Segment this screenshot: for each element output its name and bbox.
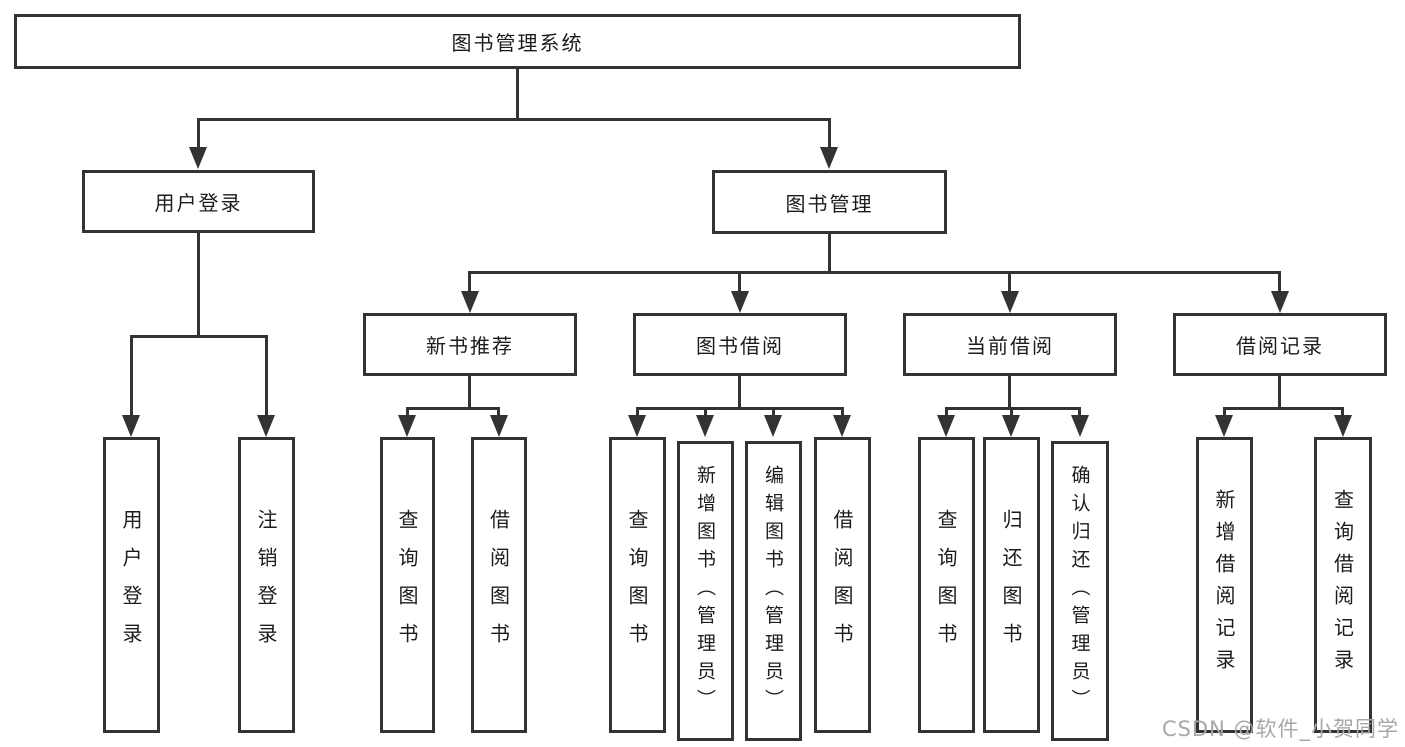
leaf-return-book: 归还图书 <box>983 437 1040 733</box>
watermark-text: CSDN @软件_小贺同学 <box>1161 717 1399 741</box>
connector-line <box>1223 407 1344 410</box>
connector-line <box>468 271 1281 274</box>
leaf-edit-book-admin: 编辑图书（管理员） <box>745 441 802 741</box>
arrow-down-icon <box>257 415 275 437</box>
node-label: 当前借阅 <box>966 334 1054 358</box>
connector-line <box>468 271 471 293</box>
node-new-book-recommend: 新书推荐 <box>363 313 577 376</box>
leaf-logout: 注销登录 <box>238 437 295 733</box>
leaf-query-books-current: 查询图书 <box>918 437 975 733</box>
arrow-down-icon <box>490 415 508 437</box>
node-label: 查询借阅记录 <box>1330 489 1355 681</box>
node-label: 图书管理系统 <box>451 31 584 55</box>
node-library-system: 图书管理系统 <box>14 14 1021 69</box>
node-label: 注销登录 <box>254 509 278 661</box>
connector-line <box>772 407 775 417</box>
arrow-down-icon <box>189 147 207 169</box>
connector-line <box>945 407 948 417</box>
connector-line <box>516 69 519 119</box>
arrow-down-icon <box>696 415 714 437</box>
arrow-down-icon <box>820 147 838 169</box>
node-label: 查询图书 <box>395 509 419 661</box>
leaf-add-book-admin: 新增图书（管理员） <box>677 441 734 741</box>
connector-line <box>497 407 500 417</box>
connector-line <box>197 118 831 121</box>
arrow-down-icon <box>1334 415 1352 437</box>
connector-line <box>406 407 500 410</box>
leaf-user-login: 用户登录 <box>103 437 160 733</box>
leaf-query-books-recommend: 查询图书 <box>380 437 435 733</box>
arrow-down-icon <box>628 415 646 437</box>
connector-line <box>197 233 200 335</box>
connector-line <box>841 407 844 417</box>
connector-line <box>130 335 268 338</box>
connector-line <box>468 376 471 408</box>
arrow-down-icon <box>1071 415 1089 437</box>
leaf-add-borrow-record: 新增借阅记录 <box>1196 437 1253 733</box>
node-label: 借阅记录 <box>1236 334 1324 358</box>
node-label: 新增借阅记录 <box>1212 489 1236 681</box>
connector-line <box>1010 407 1013 417</box>
node-label: 编辑图书（管理员） <box>762 465 784 717</box>
arrow-down-icon <box>764 415 782 437</box>
connector-line <box>636 407 844 410</box>
node-label: 借阅图书 <box>830 509 854 661</box>
leaf-borrow-books-recommend: 借阅图书 <box>471 437 527 733</box>
arrow-down-icon <box>1271 291 1289 313</box>
arrow-down-icon <box>1001 291 1019 313</box>
node-label: 新增图书（管理员） <box>694 465 716 717</box>
leaf-borrow-books: 借阅图书 <box>814 437 871 733</box>
node-book-borrow: 图书借阅 <box>633 313 847 376</box>
node-book-management: 图书管理 <box>712 170 947 234</box>
connector-line <box>704 407 707 417</box>
node-user-login: 用户登录 <box>82 170 315 233</box>
leaf-query-books-borrow: 查询图书 <box>609 437 666 733</box>
arrow-down-icon <box>833 415 851 437</box>
node-label: 图书借阅 <box>696 334 784 358</box>
arrow-down-icon <box>937 415 955 437</box>
connector-line <box>828 234 831 272</box>
connector-line <box>265 335 268 417</box>
connector-line <box>1341 407 1344 417</box>
connector-line <box>1078 407 1081 417</box>
arrow-down-icon <box>461 291 479 313</box>
arrow-down-icon <box>122 415 140 437</box>
node-label: 查询图书 <box>625 509 649 661</box>
connector-line <box>738 376 741 408</box>
node-label: 确认归还（管理员） <box>1068 465 1091 717</box>
arrow-down-icon <box>1215 415 1233 437</box>
node-label: 归还图书 <box>999 509 1023 661</box>
node-label: 新书推荐 <box>426 334 514 358</box>
node-borrow-records: 借阅记录 <box>1173 313 1387 376</box>
connector-line <box>945 407 1081 410</box>
connector-line <box>1223 407 1226 417</box>
node-current-borrow: 当前借阅 <box>903 313 1117 376</box>
connector-line <box>1278 271 1281 293</box>
node-label: 图书管理 <box>785 191 874 216</box>
connector-line <box>738 271 741 293</box>
connector-line <box>636 407 639 417</box>
connector-line <box>406 407 409 417</box>
connector-line <box>1008 376 1011 408</box>
arrow-down-icon <box>398 415 416 437</box>
node-label: 借阅图书 <box>486 509 511 661</box>
connector-line <box>828 118 831 149</box>
node-label: 用户登录 <box>154 191 243 215</box>
connector-line <box>1278 376 1281 408</box>
connector-line <box>197 118 200 149</box>
node-label: 用户登录 <box>119 509 143 661</box>
leaf-query-borrow-record: 查询借阅记录 <box>1314 437 1372 733</box>
connector-line <box>1008 271 1011 293</box>
connector-line <box>130 335 133 417</box>
arrow-down-icon <box>731 291 749 313</box>
node-label: 查询图书 <box>934 509 958 661</box>
arrow-down-icon <box>1002 415 1020 437</box>
leaf-confirm-return-admin: 确认归还（管理员） <box>1051 441 1109 741</box>
